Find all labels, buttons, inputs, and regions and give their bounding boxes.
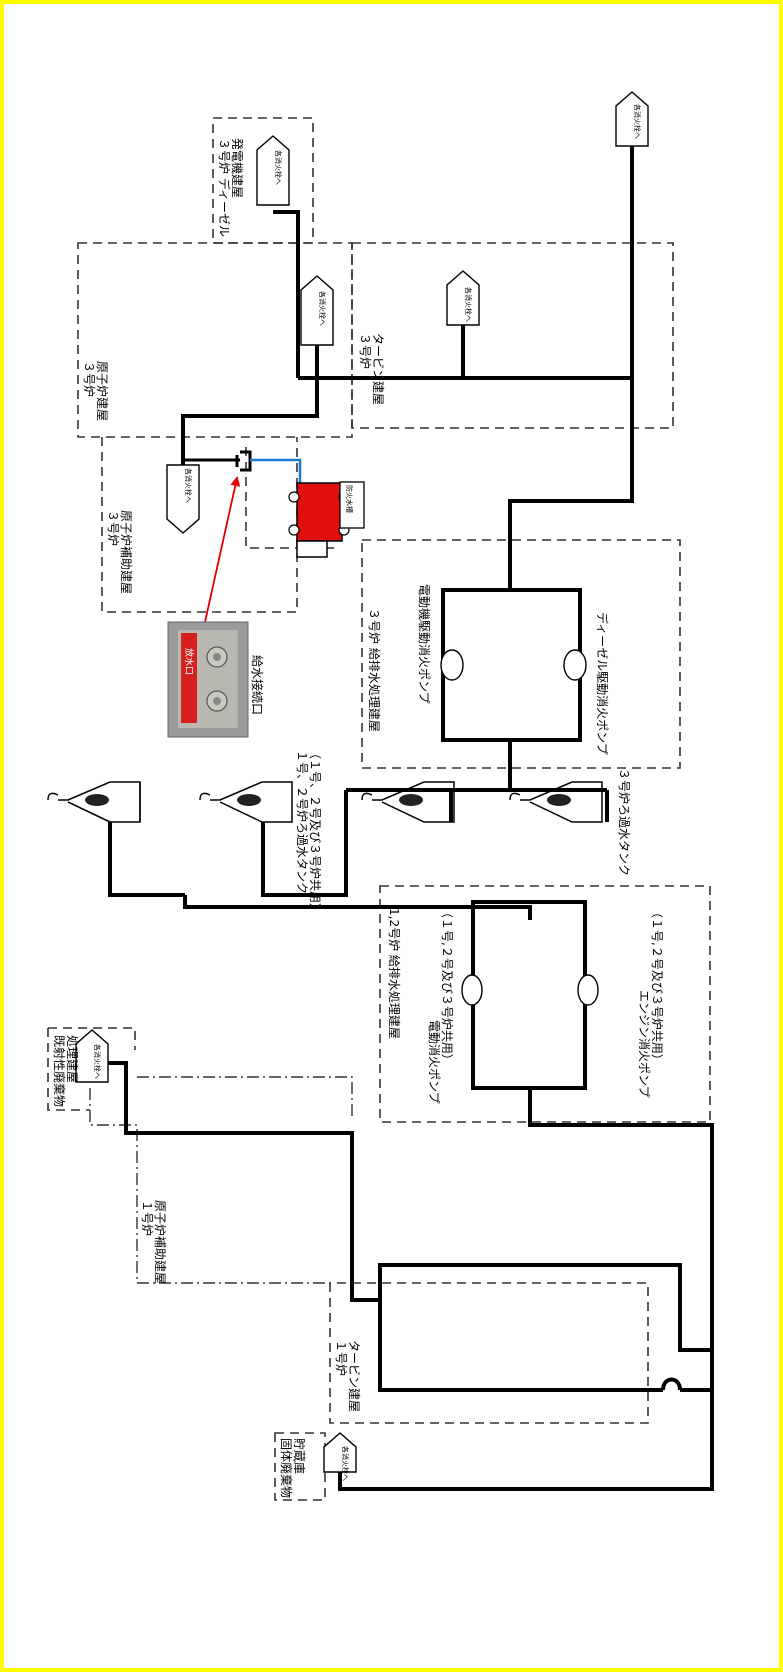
label-unit3-turbine-1: ３号炉 bbox=[358, 333, 372, 369]
boundary-radwaste-bldg bbox=[47, 1027, 136, 1111]
svg-text:各消火栓へ: 各消火栓へ bbox=[318, 291, 327, 326]
label-engine-fire-pump-shared-2: （１号,２号及び３号炉共用） bbox=[650, 906, 664, 1066]
label-filtered-tank-units12-1: １号、２号炉ろ過水タンク bbox=[295, 750, 309, 894]
label-filtered-tank-units12-2: （１号、２号及び３号炉共用） bbox=[308, 747, 322, 915]
label-engine-fire-pump-shared-1: エンジン消火ポンプ bbox=[637, 990, 651, 1098]
pipe-to-aux bbox=[181, 378, 319, 465]
pipe-diesel-bldg bbox=[273, 210, 300, 378]
label-unit3-reactor-2: 原子炉建屋 bbox=[95, 361, 109, 421]
label-diesel-pump-unit3: ディーゼル駆動消火ポンプ bbox=[595, 612, 610, 755]
boundary-unit3-diesel-gen-bldg bbox=[212, 117, 314, 244]
label-unit3-water-treatment: ３号炉 給排水処理建屋 bbox=[367, 608, 381, 732]
svg-text:防火水槽: 防火水槽 bbox=[345, 485, 354, 513]
label-unit3-diesel-gen-2: 発電機建屋 bbox=[230, 138, 245, 198]
pipe-units12-pump-out bbox=[528, 1088, 714, 1350]
label-unit1-aux-2: 原子炉補助建屋 bbox=[153, 1200, 167, 1284]
svg-text:各消火栓へ: 各消火栓へ bbox=[274, 150, 283, 185]
hydrant-top-right: 各消火栓へ bbox=[615, 91, 649, 147]
pipe-to-lower bbox=[183, 895, 532, 920]
hydrant-reactor-bldg: 各消火栓へ bbox=[300, 275, 334, 346]
svg-text:各消火栓へ: 各消火栓へ bbox=[184, 468, 193, 503]
pipe-tank3-down bbox=[261, 790, 348, 897]
boundary-unit1-aux-bldg bbox=[89, 1076, 353, 1284]
pipe-unit1-loop bbox=[378, 1263, 682, 1392]
pipe-radwaste bbox=[108, 1061, 380, 1302]
hydrant-radwaste: 各消火栓へ bbox=[75, 1029, 109, 1083]
filtered-water-tank-1 bbox=[47, 781, 141, 823]
engine-pump-shared-symbol bbox=[577, 974, 599, 1006]
label-solid-waste-1: 固体廃棄物 bbox=[279, 1438, 294, 1498]
connection-arrow bbox=[204, 476, 241, 623]
label-motor-pump-unit3: 電動機駆動消火ポンプ bbox=[417, 584, 432, 704]
label-unit1-aux-1: １号炉 bbox=[140, 1200, 154, 1236]
label-radwaste-2: 処理建屋 bbox=[65, 1035, 79, 1083]
pipe-unit3-pump-loop bbox=[441, 588, 582, 742]
label-motor-fire-pump-shared-2: （１号,２号及び３号炉共用） bbox=[440, 906, 454, 1066]
label-unit3-turbine-2: タービン建屋 bbox=[371, 333, 385, 405]
svg-text:各消火栓へ: 各消火栓へ bbox=[633, 104, 642, 139]
filtered-water-tank-2 bbox=[199, 781, 293, 823]
pipe-unit1-lower bbox=[338, 1350, 714, 1491]
hydrant-turbine-bldg: 各消火栓へ bbox=[446, 270, 480, 326]
label-motor-fire-pump-shared-1: 電動消火ポンプ bbox=[427, 1020, 441, 1104]
label-unit1-turbine-1: １号炉 bbox=[334, 1340, 348, 1376]
connection-photo: 放水口 bbox=[167, 621, 249, 738]
motor-pump-unit3-symbol bbox=[440, 649, 464, 681]
svg-text:各消火栓へ: 各消火栓へ bbox=[93, 1044, 102, 1079]
svg-text:放水口: 放水口 bbox=[183, 648, 195, 675]
hydrant-diesel-bldg: 各消火栓へ bbox=[256, 135, 290, 206]
label-water-supply-connection: 給水接続口 bbox=[250, 655, 265, 715]
label-filtered-tank-unit3: ３号炉ろ過水タンク bbox=[617, 768, 631, 876]
label-radwaste-1: 既射性廃棄物 bbox=[52, 1035, 67, 1107]
pipe-unit1-right bbox=[678, 1265, 712, 1352]
svg-text:各消火栓へ: 各消火栓へ bbox=[464, 287, 473, 322]
boundary-unit3-reactor-bldg bbox=[77, 242, 353, 438]
label-units12-water-treatment: 1,2号炉 給排水処理建屋 bbox=[387, 908, 401, 1039]
label-unit3-diesel-gen-1: ３号炉 ディーゼル bbox=[217, 138, 232, 237]
boundary-unit1-turbine-bldg bbox=[329, 1282, 649, 1424]
label-unit3-reactor-1: ３号炉 bbox=[82, 361, 96, 397]
boundary-unit3-water-treatment-bldg bbox=[361, 539, 681, 769]
pipe-main-trunk bbox=[508, 146, 634, 590]
hydrant-aux-bldg: 各消火栓へ bbox=[166, 464, 200, 534]
motor-pump-shared-symbol bbox=[461, 974, 483, 1006]
label-unit3-aux-2: 原子炉補助建屋 bbox=[119, 510, 133, 594]
filtered-water-tank-4 bbox=[509, 781, 603, 823]
boundary-unit3-turbine-bldg bbox=[351, 242, 674, 429]
pipe-tank1 bbox=[108, 822, 185, 897]
label-solid-waste-2: 貯蔵庫 bbox=[292, 1438, 306, 1474]
label-unit1-turbine-2: タービン建屋 bbox=[347, 1340, 361, 1412]
hydrant-solid-waste: 各消火栓へ bbox=[323, 1432, 357, 1481]
svg-text:各消火栓へ: 各消火栓へ bbox=[341, 1446, 350, 1481]
label-unit3-aux-1: ３号炉 bbox=[106, 510, 120, 546]
filtered-water-tank-3 bbox=[361, 781, 455, 823]
fire-water-tank: 防火水槽 bbox=[339, 481, 365, 529]
boundary-truck-area bbox=[245, 447, 337, 549]
pipe-units12-pump-loop bbox=[471, 900, 587, 1090]
boundary-solid-waste-storage bbox=[274, 1432, 326, 1501]
pipe-unit1-crossover bbox=[661, 1377, 682, 1391]
diesel-pump-unit3-symbol bbox=[563, 649, 587, 681]
